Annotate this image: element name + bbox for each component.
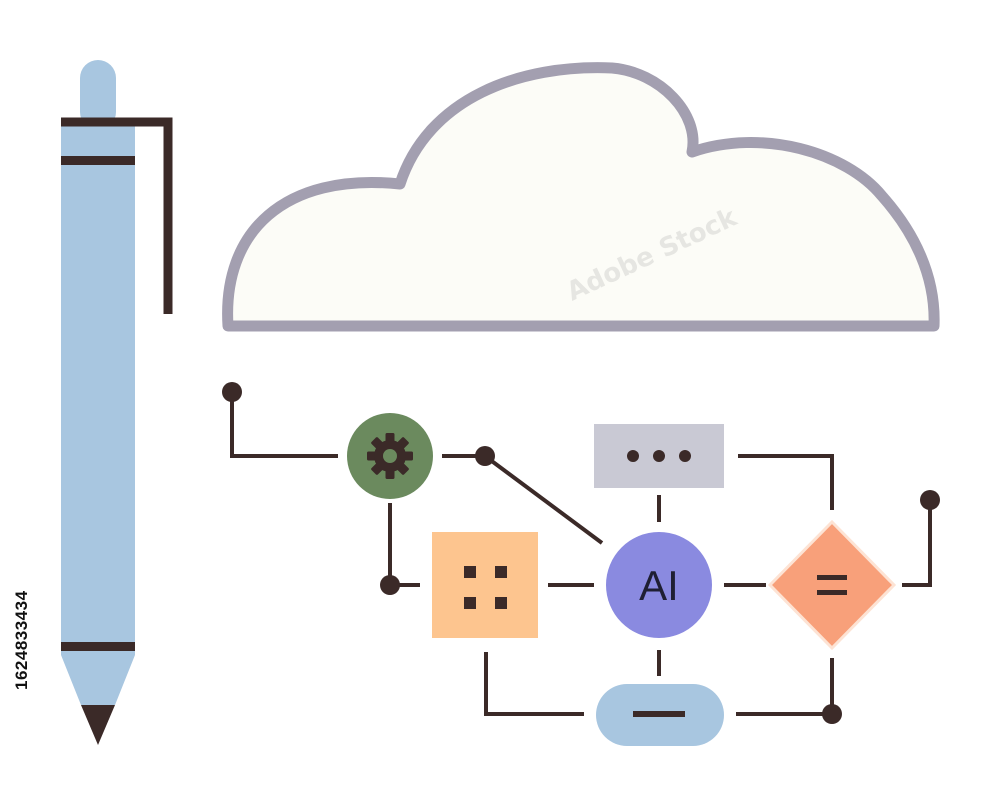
grid-node-box — [432, 532, 538, 638]
connectors — [230, 392, 932, 716]
connector-left-start — [230, 392, 338, 458]
endpoint-dot — [380, 575, 400, 595]
stock-id-label: 1624833434 — [12, 590, 31, 690]
ellipsis-node — [594, 424, 724, 488]
pen-cone — [61, 655, 135, 705]
diamond-node-shape — [767, 519, 897, 651]
pen-barrel — [61, 118, 135, 655]
ai-node: AI — [606, 532, 712, 638]
endpoint-dots — [222, 382, 940, 724]
cloud — [222, 62, 940, 332]
diamond-node — [767, 519, 897, 651]
endpoint-dot — [920, 490, 940, 510]
minus-icon — [633, 711, 685, 717]
ai-node-label: AI — [639, 562, 679, 609]
connector-pill-diamond — [736, 658, 834, 716]
pen — [61, 60, 173, 745]
connector-grid-pill — [484, 652, 584, 716]
gear-node — [347, 413, 433, 499]
grid-node — [432, 532, 538, 638]
pen-clicker — [80, 60, 116, 130]
connector-gear-down — [388, 503, 420, 587]
equals-icon — [817, 575, 847, 595]
pen-tip — [81, 705, 115, 745]
endpoint-dot — [822, 704, 842, 724]
pill-node — [596, 684, 724, 746]
pen-clip — [61, 117, 173, 314]
endpoint-dot — [222, 382, 242, 402]
ellipsis-icon — [627, 450, 691, 462]
ai-node-circle — [606, 532, 712, 638]
endpoint-dot — [475, 446, 495, 466]
four-dots-icon — [464, 566, 507, 609]
connector-diagonal-to-ai — [483, 454, 604, 545]
gear-icon — [367, 433, 413, 479]
connector-diamond-end — [902, 500, 932, 587]
pen-band-bottom — [61, 642, 135, 651]
pen-band-top — [61, 156, 135, 165]
connector-dots-diamond — [738, 454, 834, 510]
